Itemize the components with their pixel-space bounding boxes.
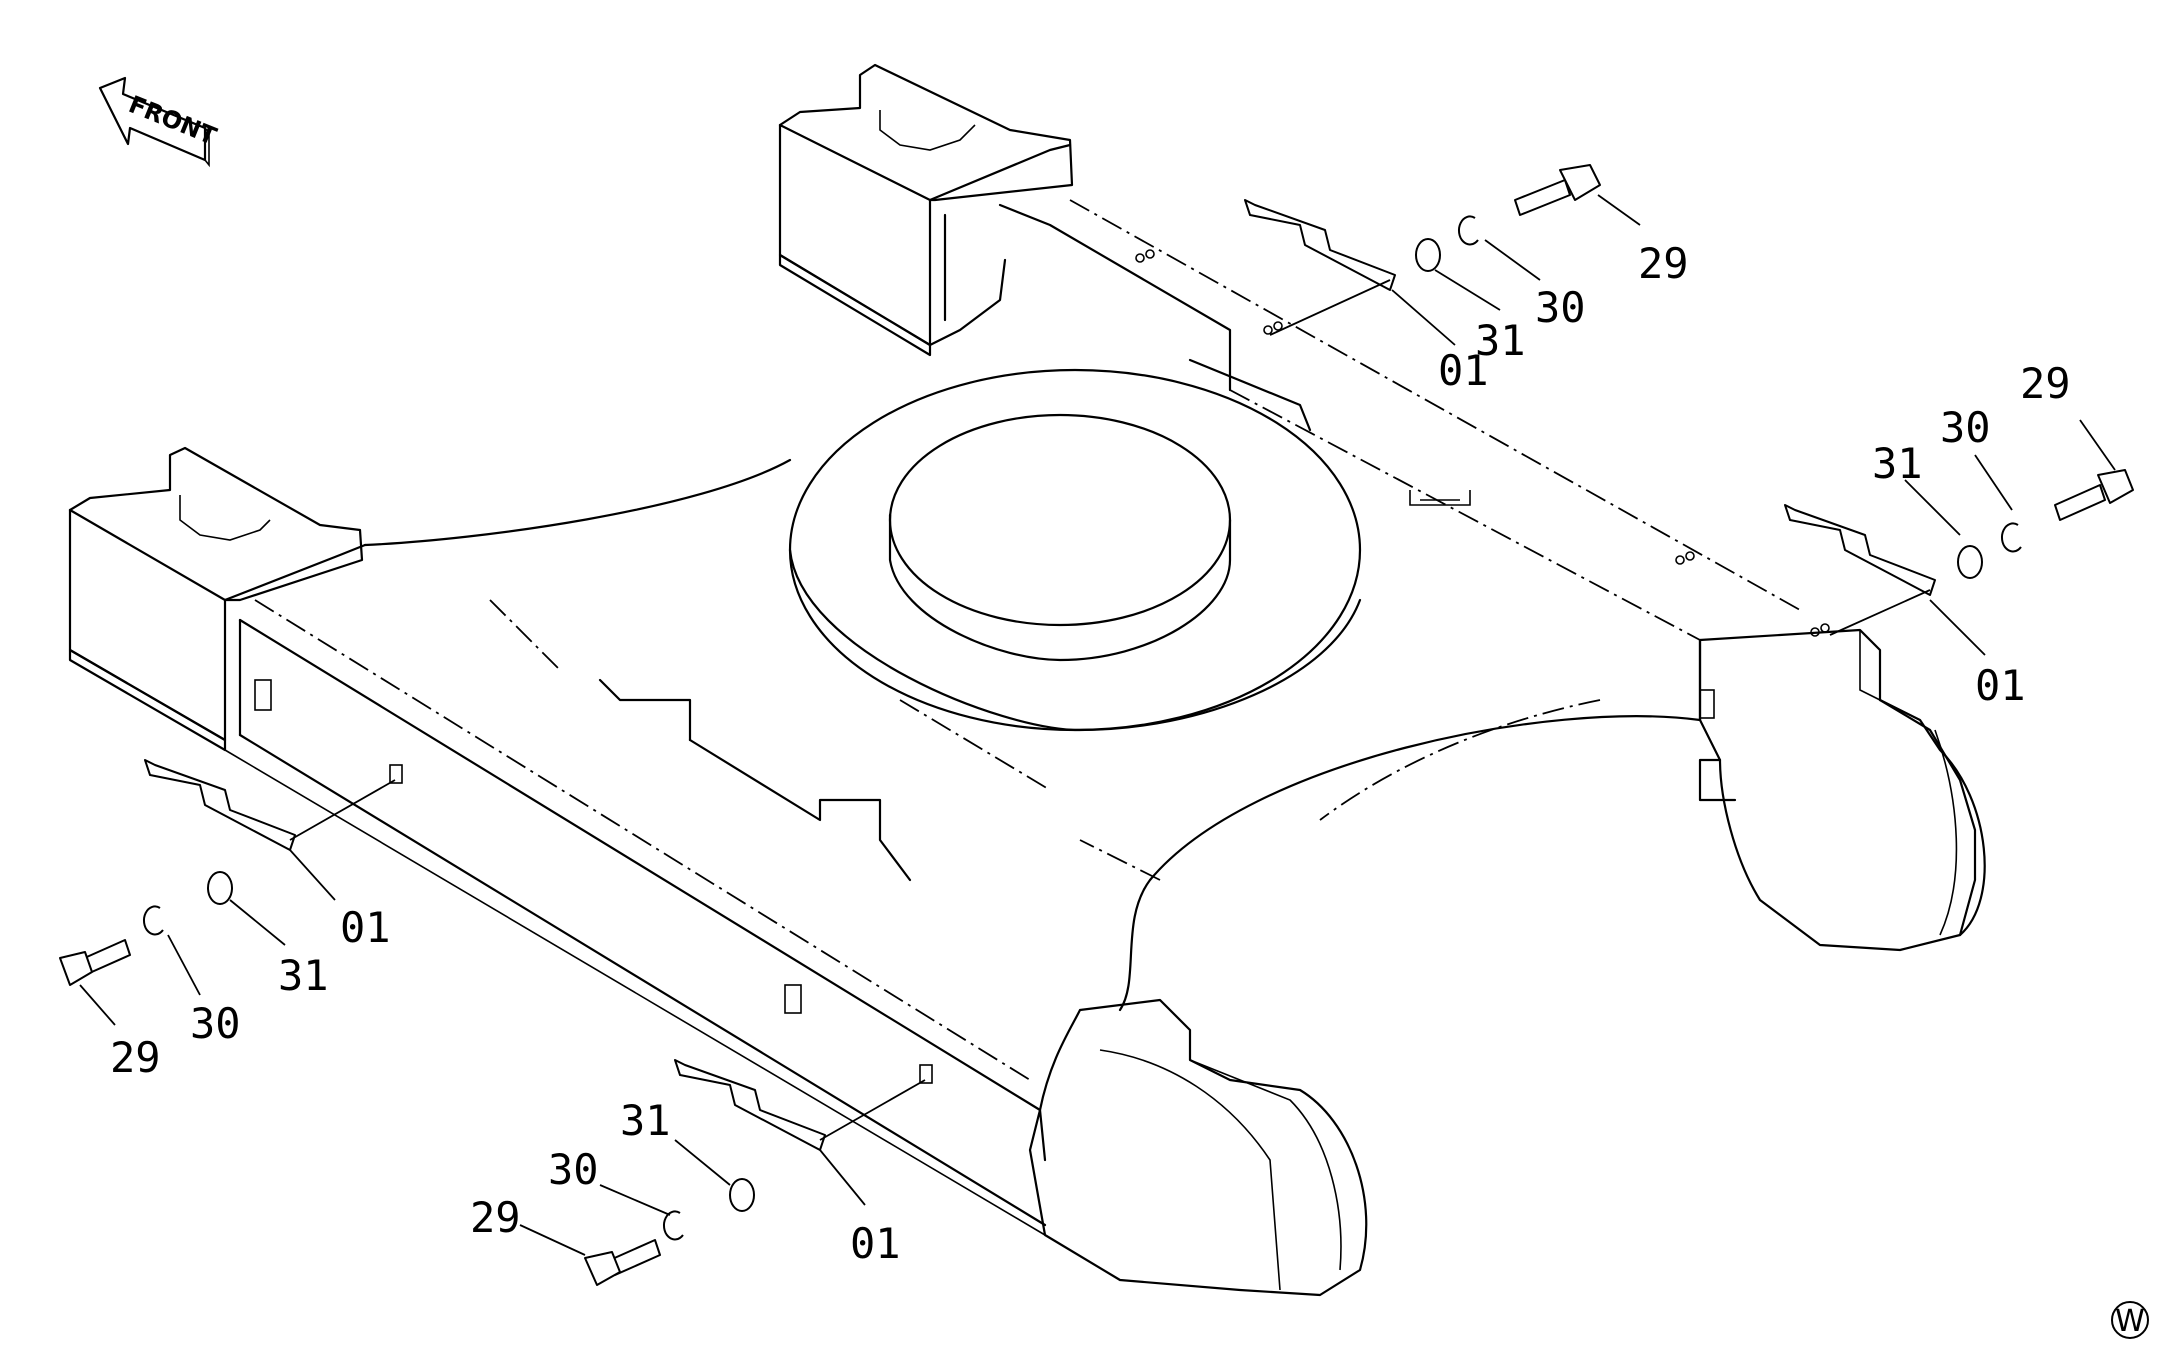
guard-plate-01 [1784, 504, 1936, 596]
callout-label: 31 [278, 951, 329, 1000]
callout-label: 29 [110, 1033, 161, 1082]
track-frame [68, 63, 1986, 1297]
callout-label: 01 [850, 1219, 901, 1268]
washer-31 [1415, 238, 1441, 272]
callouts: 29 30 31 01 29 30 31 01 01 31 30 29 31 3… [110, 239, 2071, 1268]
callout-label: 30 [1940, 403, 1991, 452]
lock-washer-30 [1457, 215, 1479, 246]
callout-label: 31 [1475, 316, 1526, 365]
callout-label: 31 [1872, 439, 1923, 488]
lock-washer-30 [142, 905, 164, 936]
callout-label: 01 [1438, 346, 1489, 395]
washer-31 [1957, 545, 1983, 579]
guard-plate-set-left [59, 759, 403, 1026]
front-label: FRONT [125, 90, 221, 151]
callout-label: 30 [190, 999, 241, 1048]
bolt-29 [2054, 484, 2106, 521]
guard-plate-01 [1244, 199, 1396, 291]
washer-31 [207, 871, 233, 905]
corner-mark-icon: W [2111, 1301, 2149, 1339]
guard-plate-set-right [1784, 419, 2134, 656]
callout-label: 30 [1535, 283, 1586, 332]
callout-label: 30 [548, 1145, 599, 1194]
washer-31 [729, 1178, 755, 1212]
guard-plate-01 [144, 759, 296, 851]
lock-washer-30 [2000, 522, 2022, 553]
callout-label: 01 [1975, 661, 2026, 710]
callout-label: 29 [470, 1193, 521, 1242]
front-arrow-icon: FRONT [98, 76, 221, 168]
lock-washer-30 [662, 1210, 684, 1241]
callout-label: 31 [620, 1096, 671, 1145]
callout-label: 01 [340, 903, 391, 952]
bolt-29 [1514, 179, 1571, 216]
callout-label: 29 [2020, 359, 2071, 408]
guard-plate-set-top [1244, 164, 1641, 346]
callout-label: 29 [1638, 239, 1689, 288]
guard-plate-01 [674, 1059, 826, 1151]
corner-mark-label: W [2115, 1304, 2145, 1339]
guard-plate-set-bottom [519, 1059, 933, 1286]
